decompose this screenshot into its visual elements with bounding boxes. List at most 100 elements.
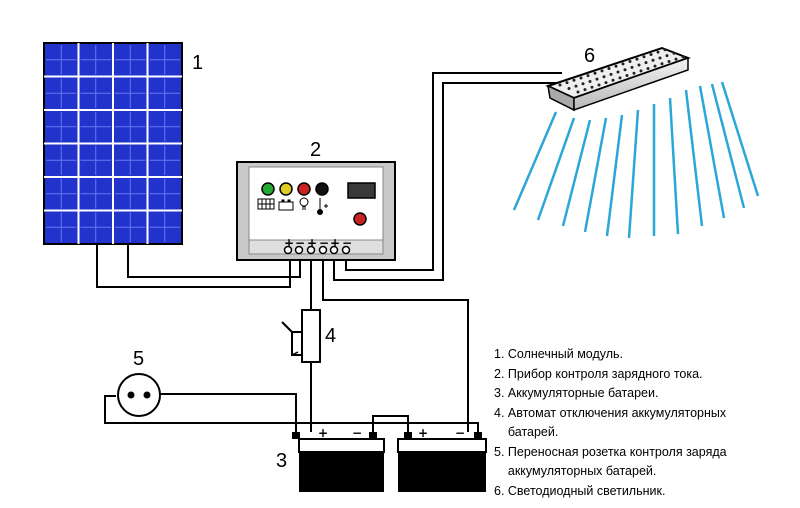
lamp-led bbox=[656, 50, 660, 54]
battery-right-terminal-minus bbox=[474, 432, 482, 439]
led-yellow bbox=[279, 182, 293, 196]
lamp-led bbox=[558, 83, 562, 87]
wire-socket-minus bbox=[104, 395, 479, 432]
battery-right-top bbox=[397, 438, 487, 453]
lamp-led bbox=[649, 52, 653, 56]
lamp-led bbox=[609, 72, 613, 76]
light-ray bbox=[561, 119, 592, 227]
controller-terminal-signs: +−+−+− bbox=[284, 236, 352, 250]
light-ray bbox=[627, 109, 640, 239]
battery-left-top bbox=[298, 438, 385, 453]
battery-left-terminal-minus bbox=[369, 432, 377, 439]
lamp-led bbox=[660, 62, 664, 66]
socket-hole-left bbox=[127, 391, 135, 399]
lamp-body bbox=[573, 56, 689, 112]
legend-item-breaker: 4. Автомат отключения аккумуляторных бат… bbox=[494, 405, 727, 440]
socket-hole-right bbox=[143, 391, 151, 399]
breaker bbox=[281, 309, 321, 363]
wires bbox=[96, 72, 562, 432]
breaker-handle bbox=[281, 321, 293, 333]
led-lamp bbox=[545, 46, 691, 112]
controller-terminal bbox=[294, 245, 304, 255]
callout-controller: 2 bbox=[310, 139, 321, 161]
controller-button bbox=[353, 212, 367, 226]
battery-left-minus-sign: − bbox=[352, 426, 362, 440]
light-ray bbox=[536, 117, 576, 221]
light-ray bbox=[720, 81, 760, 197]
controller-terminal bbox=[329, 245, 339, 255]
lamp-led bbox=[574, 84, 578, 88]
lamp-led bbox=[586, 74, 590, 78]
controller-terminal-sign: − bbox=[342, 236, 352, 250]
lamp-led bbox=[567, 87, 571, 90]
battery-right-body bbox=[398, 452, 486, 492]
lamp-led bbox=[581, 82, 585, 86]
lamp-led-array bbox=[558, 48, 685, 94]
lamp-led bbox=[628, 60, 632, 63]
controller-terminal-sign: + bbox=[307, 236, 317, 250]
solar-panel-cells bbox=[44, 43, 182, 244]
led-red bbox=[297, 182, 311, 196]
lamp-led bbox=[658, 56, 662, 60]
controller-terminal bbox=[306, 245, 316, 255]
lamp-led bbox=[635, 57, 639, 61]
wire-panel-plus bbox=[96, 242, 291, 288]
socket bbox=[117, 373, 161, 417]
lamp-led bbox=[672, 51, 676, 55]
lamp-led bbox=[602, 75, 606, 79]
lamp-led bbox=[576, 90, 580, 94]
lamp-led bbox=[593, 71, 597, 75]
lamp-led bbox=[565, 81, 569, 85]
wire-lamp-plus bbox=[333, 82, 560, 281]
light-ray bbox=[583, 117, 608, 233]
controller-terminal-sign: + bbox=[330, 236, 340, 250]
legend-item-socket: 5. Переносная розетка контроля заряда ак… bbox=[494, 444, 727, 479]
callout-solar-panel: 1 bbox=[192, 52, 203, 74]
battery-right bbox=[397, 432, 487, 492]
solar-panel bbox=[43, 42, 183, 245]
controller-terminal bbox=[283, 245, 293, 255]
lamp-led bbox=[632, 71, 636, 75]
lamp-led bbox=[616, 70, 620, 74]
lamp-led bbox=[663, 48, 667, 52]
controller-terminal-sign: − bbox=[295, 236, 305, 250]
led-green bbox=[261, 182, 275, 196]
lamp-led bbox=[579, 76, 583, 80]
legend-item-solar-panel: 1. Солнечный модуль. bbox=[494, 347, 624, 361]
lamp-led bbox=[595, 77, 599, 81]
controller-terminals bbox=[283, 245, 351, 255]
lamp-led bbox=[674, 57, 678, 61]
wire-lamp-minus bbox=[345, 72, 562, 271]
battery-icon bbox=[278, 199, 294, 211]
wire-socket-plus bbox=[160, 393, 297, 432]
controller-terminal bbox=[341, 245, 351, 255]
lamp-led bbox=[625, 74, 629, 78]
battery-left bbox=[292, 432, 385, 492]
legend-item-lamp: 6. Светодиодный светильник. bbox=[494, 483, 666, 498]
lamp-led bbox=[600, 69, 604, 73]
lamp-led bbox=[667, 59, 671, 63]
callout-socket: 5 bbox=[133, 348, 144, 370]
wire-battery-jumper bbox=[372, 415, 409, 432]
breaker-lever bbox=[291, 331, 302, 356]
lamp-led bbox=[572, 78, 576, 82]
wire-battery-minus bbox=[322, 252, 469, 432]
callout-breaker: 4 bbox=[325, 325, 336, 347]
controller-terminal-sign: + bbox=[284, 236, 294, 250]
charge-controller bbox=[236, 161, 396, 261]
lamp-led bbox=[646, 67, 650, 70]
battery-left-body bbox=[299, 452, 384, 492]
wire-panel-minus bbox=[127, 242, 301, 278]
lamp-led bbox=[644, 61, 648, 65]
lamp-led bbox=[611, 78, 615, 82]
lamp-led bbox=[637, 63, 641, 67]
legend: 1. Солнечный модуль. 2. Прибор контроля … bbox=[494, 345, 794, 501]
light-ray bbox=[710, 83, 746, 209]
lamp-led bbox=[681, 55, 685, 59]
thermometer-icon bbox=[317, 198, 328, 215]
battery-right-terminal-plus bbox=[404, 432, 412, 439]
battery-right-plus-sign: + bbox=[418, 426, 428, 440]
bulb-icon bbox=[299, 197, 309, 210]
lamp-led bbox=[597, 83, 601, 87]
lamp-led bbox=[653, 64, 657, 68]
